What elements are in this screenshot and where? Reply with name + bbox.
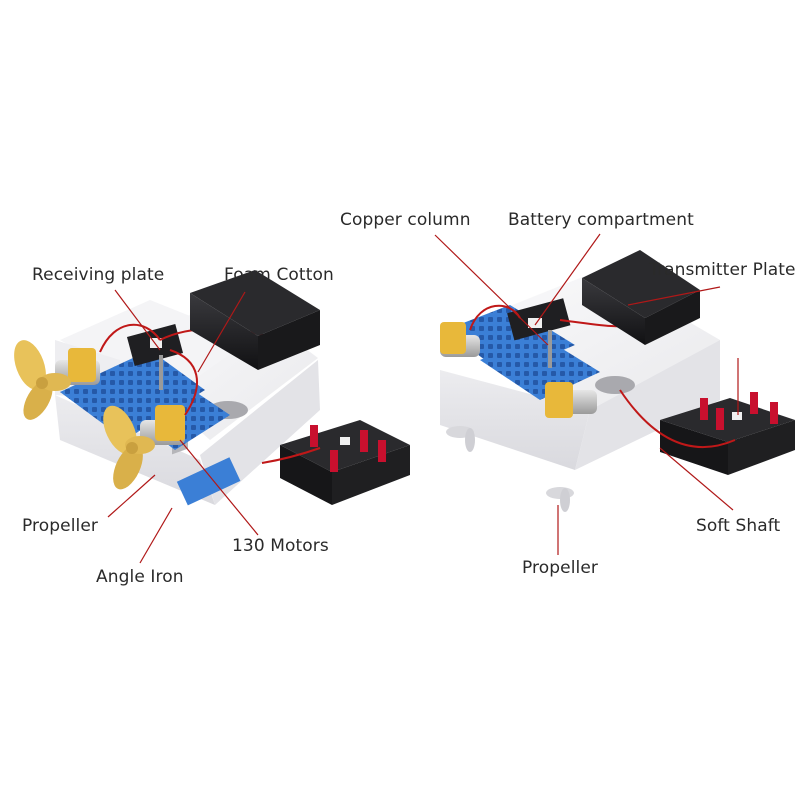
leader-lines (107, 233, 739, 564)
leader-130-motors (179, 439, 259, 536)
right-motor-1-gearbox (440, 322, 466, 354)
leader-copper-column (434, 234, 549, 346)
label-receiving-plate: Receiving plate (32, 265, 165, 285)
left-propeller-1 (14, 340, 71, 420)
label-transmitter-plate: Transmitter Plate (649, 260, 796, 280)
label-battery-compartment: Battery compartment (508, 210, 694, 230)
right-propeller-2 (546, 487, 574, 512)
leader-transmitter-plate (627, 286, 721, 306)
label-copper-column: Copper column (340, 210, 471, 230)
left-bottom-brick (176, 457, 241, 506)
right-battery-box (582, 250, 700, 345)
label-propeller-left: Propeller (22, 516, 99, 536)
leader-propeller-left (107, 474, 156, 518)
left-brick-frame (60, 350, 205, 440)
label-foam-cotton: Foam Cotton (224, 265, 334, 285)
right-copper-column (548, 330, 552, 368)
leader-battery-compartment (534, 233, 601, 326)
right-foam-right (575, 340, 720, 470)
label-soft-shaft: Soft Shaft (696, 516, 781, 536)
right-boat-assembly (440, 250, 795, 512)
left-boat-assembly (14, 270, 410, 506)
left-motor-1-gearbox (68, 348, 96, 382)
left-propeller-2 (103, 405, 155, 490)
right-foam-hole (595, 376, 635, 394)
leader-angle-iron (139, 507, 173, 564)
left-battery-box (190, 270, 320, 370)
leader-soft-shaft-2 (659, 447, 734, 511)
right-foam-front (440, 370, 590, 470)
leader-receiving-plate (114, 289, 161, 351)
left-motor-2-gearbox (155, 405, 185, 441)
label-propeller-right: Propeller (522, 558, 599, 578)
leader-foam-cotton (197, 291, 246, 373)
right-motor-2-gearbox (545, 382, 573, 418)
label-130-motors: 130 Motors (232, 536, 329, 556)
label-angle-iron: Angle Iron (96, 567, 184, 587)
right-propeller-1 (446, 426, 475, 452)
left-transmitter (280, 420, 410, 505)
